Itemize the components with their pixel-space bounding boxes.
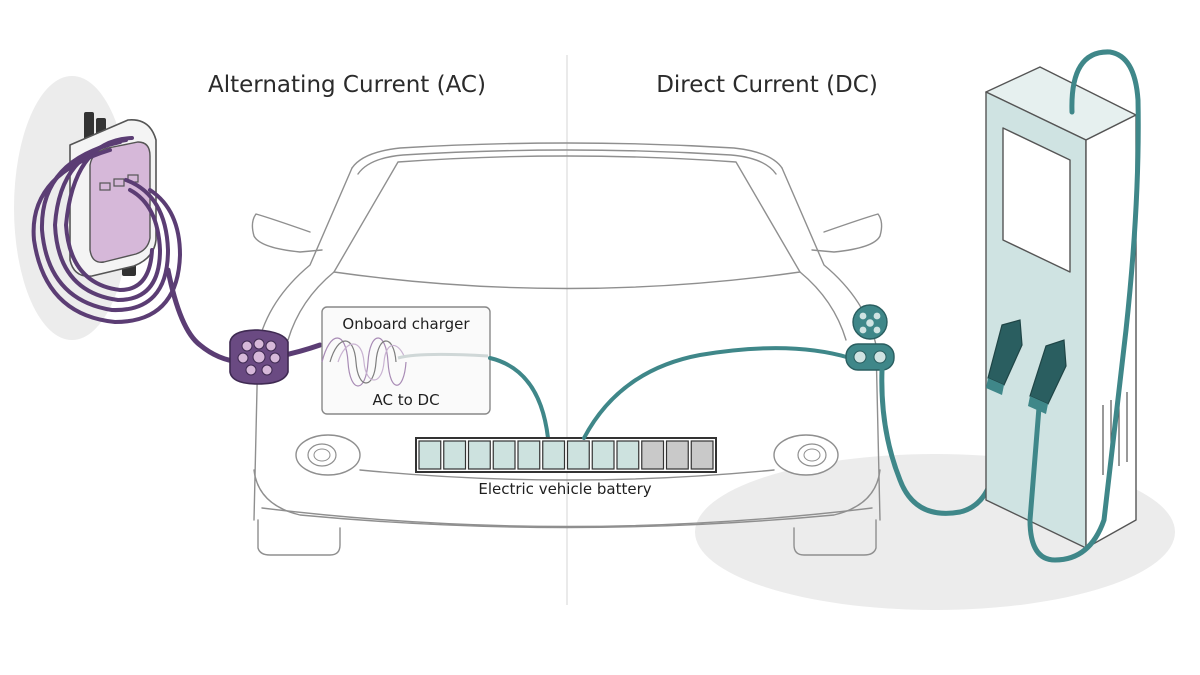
- battery-cell-charged: [492, 440, 516, 470]
- ac-title: Alternating Current (AC): [208, 72, 486, 98]
- onboard-charger-box: Onboard charger AC to DC: [321, 306, 491, 415]
- battery-cells: [418, 440, 714, 470]
- dc-fast-charger: [985, 66, 1137, 549]
- ac-wallbox: [69, 112, 157, 277]
- dc-charger-overhead-cable: [1027, 49, 1141, 563]
- battery-cell-charged: [616, 440, 640, 470]
- wallbox-face: [89, 141, 151, 263]
- battery-to-dc-inlet-cable: [582, 346, 852, 440]
- dc-holster-connector-2: [1028, 339, 1067, 414]
- battery-cell-empty: [665, 440, 689, 470]
- dc-charger-screen: [1002, 127, 1071, 273]
- ac-type2-plug: [229, 329, 289, 385]
- dc-title: Direct Current (DC): [656, 72, 878, 98]
- dc-charging-cable: [879, 367, 1003, 516]
- battery-cell-charged: [443, 440, 467, 470]
- right-headlight: [773, 434, 839, 476]
- car-outline: [251, 142, 883, 556]
- ac-cable: [165, 267, 243, 365]
- battery-cell-charged: [517, 440, 541, 470]
- ac-coiled-cable: [31, 136, 183, 325]
- dc-ccs-plug: [845, 304, 895, 371]
- dc-holster-connector-1: [986, 319, 1023, 395]
- onboard-to-battery-cable: [488, 356, 550, 440]
- battery-cell-empty: [641, 440, 665, 470]
- ev-battery: [415, 437, 717, 473]
- left-mirror: [251, 213, 323, 253]
- battery-cell-charged: [542, 440, 566, 470]
- battery-cell-charged: [467, 440, 491, 470]
- windshield: [333, 155, 801, 290]
- battery-cell-empty: [690, 440, 714, 470]
- battery-cell-charged: [418, 440, 442, 470]
- onboard-charger-label: Onboard charger: [342, 315, 470, 333]
- battery-cell-charged: [591, 440, 615, 470]
- ac-to-dc-label: AC to DC: [372, 391, 439, 409]
- battery-cell-charged: [566, 440, 590, 470]
- right-mirror: [811, 213, 883, 253]
- ac-to-dc-coil: [321, 337, 489, 387]
- left-headlight: [295, 434, 361, 476]
- battery-label: Electric vehicle battery: [478, 480, 651, 498]
